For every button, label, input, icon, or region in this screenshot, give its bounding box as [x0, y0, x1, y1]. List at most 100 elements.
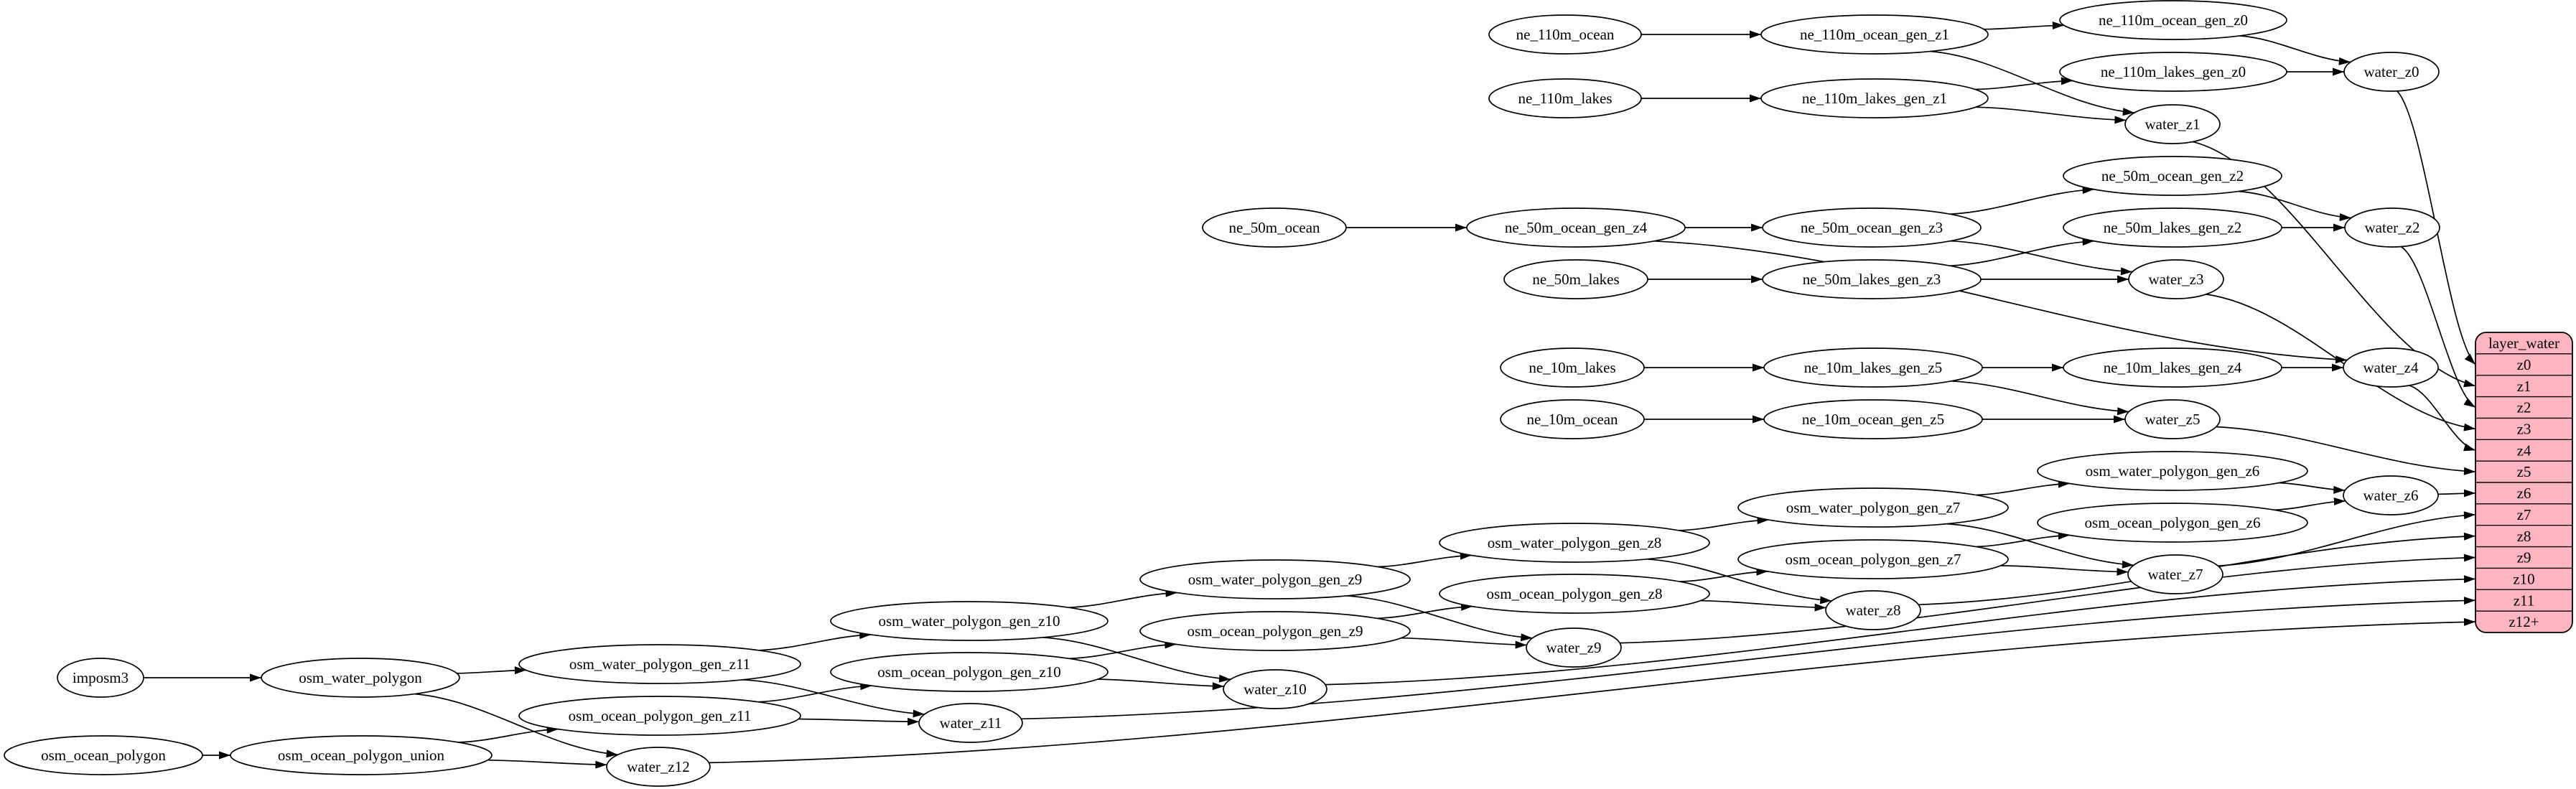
edge-line — [1347, 595, 1533, 639]
node-osm_ocean_polygon_gen_z6: osm_ocean_polygon_gen_z6 — [2037, 503, 2308, 543]
node-ellipse — [518, 644, 801, 684]
edge-line — [414, 693, 618, 756]
arrowhead-icon — [2333, 498, 2346, 505]
node-ne_10m_lakes_gen_z5: ne_10m_lakes_gen_z5 — [1763, 347, 1983, 388]
edge-ne_10m_lakes_gen_z5-to-ne_10m_lakes_gen_z4 — [1982, 363, 2063, 372]
arrowhead-icon — [2061, 77, 2073, 85]
arrowhead-icon — [2117, 568, 2129, 576]
node-label: ne_50m_lakes_gen_z2 — [2104, 219, 2241, 236]
record-row-label: z5 — [2517, 463, 2531, 480]
node-label: osm_water_polygon_gen_z10 — [878, 612, 1060, 630]
node-ellipse — [1202, 207, 1347, 248]
edge-line — [1950, 240, 2094, 267]
edge-line — [1976, 482, 2070, 496]
edge-water_z5-to-layer_water:z5 — [2216, 426, 2476, 475]
edge-line — [1378, 554, 1472, 568]
node-osm_water_polygon_gen_z9: osm_water_polygon_gen_z9 — [1139, 559, 1411, 599]
edge-line — [2239, 35, 2351, 63]
record-row-label: z7 — [2517, 506, 2531, 523]
record-row-label: z12+ — [2509, 613, 2539, 630]
edge-ne_50m_ocean_gen_z2-to-water_z2 — [2238, 190, 2351, 221]
arrowhead-icon — [2117, 275, 2129, 284]
edge-line — [2238, 190, 2351, 219]
edge-water_z4-to-layer_water:z4 — [2409, 385, 2476, 452]
node-label: water_z8 — [1846, 602, 1901, 619]
node-ellipse — [1466, 207, 1686, 248]
edge-osm_ocean_polygon_gen_z11-to-water_z11 — [798, 717, 920, 726]
edge-osm_water_polygon-to-water_z12 — [414, 693, 618, 758]
edge-osm_water_polygon_gen_z9-to-osm_water_polygon_gen_z8 — [1378, 551, 1472, 568]
edge-line — [1930, 50, 2134, 113]
edge-ne_10m_lakes_gen_z4-to-water_z4 — [2281, 363, 2343, 372]
edge-water_z10-to-layer_water:z10 — [1325, 575, 2476, 686]
record-node-layer-water: layer_waterz0z1z2z3z4z5z6z7z8z9z10z11z12… — [2475, 332, 2573, 633]
edge-osm_ocean_polygon_union-to-water_z12 — [487, 759, 607, 769]
node-ellipse — [57, 658, 144, 698]
node-ellipse — [2343, 52, 2440, 92]
edge-ne_110m_lakes_gen_z0-to-water_z0 — [2287, 67, 2344, 76]
node-osm_water_polygon_gen_z11: osm_water_polygon_gen_z11 — [518, 644, 801, 684]
edge-line — [1679, 571, 1768, 582]
edge-ne_50m_ocean_gen_z4-to-water_z4 — [1654, 240, 2348, 364]
edge-osm_water_polygon_gen_z7-to-osm_water_polygon_gen_z6 — [1976, 480, 2070, 496]
edge-line — [1042, 637, 1231, 681]
arrowhead-icon — [2463, 554, 2475, 562]
node-label: osm_ocean_polygon_gen_z10 — [877, 663, 1060, 681]
node-imposm3: imposm3 — [57, 658, 144, 698]
edge-line — [1097, 678, 1224, 687]
edge-line — [1620, 556, 2476, 644]
node-ne_50m_ocean: ne_50m_ocean — [1202, 207, 1347, 248]
node-label: osm_water_polygon — [299, 669, 422, 686]
node-water_z10: water_z10 — [1223, 669, 1327, 709]
node-ellipse — [1762, 207, 1982, 248]
arrowhead-icon — [595, 760, 607, 769]
node-ellipse — [1760, 78, 1989, 118]
node-ne_110m_ocean: ne_110m_ocean — [1488, 14, 1642, 55]
node-label: osm_water_polygon_gen_z7 — [1786, 499, 1961, 516]
node-label: ne_110m_lakes — [1518, 90, 1612, 107]
edge-ne_50m_lakes_gen_z3-to-water_z3 — [1981, 275, 2129, 284]
edge-water_z7-to-layer_water:z7 — [2218, 511, 2476, 567]
node-ellipse — [2037, 503, 2308, 543]
node-label: ne_10m_lakes_gen_z5 — [1804, 359, 1942, 376]
edge-line — [487, 759, 607, 766]
node-ne_50m_lakes: ne_50m_lakes — [1503, 259, 1648, 299]
arrowhead-icon — [1751, 223, 1763, 232]
node-ne_110m_lakes_gen_z1: ne_110m_lakes_gen_z1 — [1760, 78, 1989, 118]
node-label: imposm3 — [73, 669, 129, 686]
edge-osm_water_polygon_gen_z7-to-water_z7 — [1946, 523, 2134, 569]
record-row-label: z3 — [2517, 420, 2531, 437]
edge-line — [1700, 599, 1826, 609]
edge-imposm3-to-osm_water_polygon — [144, 673, 261, 682]
edge-ne_50m_ocean_gen_z3-to-ne_50m_ocean_gen_z2 — [1950, 186, 2094, 215]
node-label: osm_ocean_polygon_gen_z11 — [569, 707, 752, 724]
edge-line — [1069, 643, 1177, 660]
arrowhead-icon — [2339, 213, 2351, 221]
node-ellipse — [1526, 627, 1622, 668]
arrowhead-icon — [2122, 560, 2134, 569]
node-label: water_z12 — [627, 758, 689, 775]
node-water_z7: water_z7 — [2127, 554, 2223, 594]
node-water_z5: water_z5 — [2124, 399, 2221, 439]
edge-ne_110m_ocean_gen_z1-to-water_z1 — [1930, 50, 2134, 116]
node-label: osm_ocean_polygon — [41, 747, 166, 764]
edge-line — [1679, 519, 1769, 531]
edge-line — [2216, 426, 2476, 472]
node-ellipse — [1500, 347, 1645, 388]
node-ne_110m_ocean_gen_z1: ne_110m_ocean_gen_z1 — [1760, 14, 1989, 55]
arrowhead-icon — [2463, 511, 2475, 520]
arrowhead-icon — [2464, 489, 2475, 498]
arrowhead-icon — [1515, 640, 1527, 649]
edge-line — [742, 678, 925, 715]
arrowhead-icon — [2463, 398, 2475, 408]
node-ellipse — [2344, 207, 2440, 248]
arrowhead-icon — [2117, 407, 2129, 416]
arrowhead-icon — [2120, 267, 2132, 276]
node-label: water_z3 — [2149, 271, 2204, 288]
arrowhead-icon — [2052, 363, 2063, 372]
node-ne_50m_lakes_gen_z2: ne_50m_lakes_gen_z2 — [2063, 207, 2282, 248]
node-osm_ocean_polygon_gen_z8: osm_ocean_polygon_gen_z8 — [1439, 574, 1710, 614]
node-label: water_z1 — [2145, 116, 2201, 133]
node-label: ne_110m_ocean_gen_z1 — [1800, 26, 1949, 43]
